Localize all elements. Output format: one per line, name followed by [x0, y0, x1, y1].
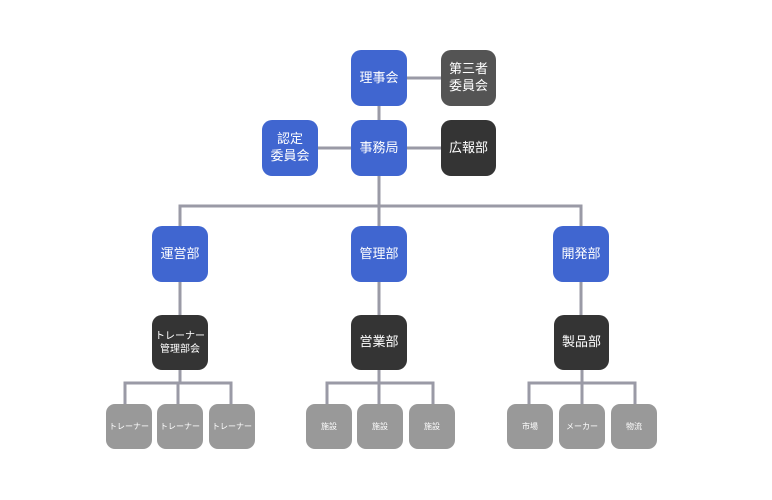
line-dept-bus — [178, 204, 583, 226]
node-trainer-committee: トレーナー 管理部会 — [152, 315, 208, 370]
node-pr: 広報部 — [441, 120, 496, 176]
leaf-facility-1: 施設 — [306, 404, 352, 449]
leaf-facility-3: 施設 — [409, 404, 455, 449]
node-certification: 認定 委員会 — [262, 120, 318, 176]
node-secretariat-label: 事務局 — [359, 140, 399, 156]
node-third-party-label: 第三者 委員会 — [448, 62, 488, 94]
leaf-trainer-2: トレーナー — [157, 404, 203, 449]
node-board: 理事会 — [351, 50, 407, 106]
leaf-market-label: 市場 — [522, 421, 538, 431]
leaf-facility-1-label: 施設 — [321, 421, 337, 431]
leaf-trainer-3-label: トレーナー — [212, 421, 252, 431]
node-management: 管理部 — [351, 226, 407, 282]
node-pr-label: 広報部 — [448, 140, 488, 156]
leaf-facility-2: 施設 — [357, 404, 403, 449]
node-operations-label: 運営部 — [160, 246, 200, 262]
leaf-trainer-1-label: トレーナー — [109, 421, 149, 431]
node-trainer-committee-label: トレーナー 管理部会 — [155, 330, 205, 355]
node-manufacturing-label: 製品部 — [561, 335, 601, 350]
leaf-trainer-1: トレーナー — [106, 404, 152, 449]
leaf-logistics-label: 物流 — [626, 421, 642, 431]
node-development-label: 開発部 — [561, 246, 601, 262]
node-sales: 営業部 — [351, 315, 407, 370]
leaf-maker: メーカー — [559, 404, 605, 449]
node-management-label: 管理部 — [359, 246, 399, 262]
node-sales-label: 営業部 — [359, 335, 399, 350]
leaf-facility-3-label: 施設 — [424, 421, 440, 431]
node-third-party: 第三者 委員会 — [441, 50, 496, 106]
leaf-facility-2-label: 施設 — [372, 421, 388, 431]
node-manufacturing: 製品部 — [554, 315, 609, 370]
node-board-label: 理事会 — [359, 70, 399, 86]
leaf-maker-label: メーカー — [566, 421, 598, 431]
node-operations: 運営部 — [152, 226, 208, 282]
node-secretariat: 事務局 — [351, 120, 407, 176]
leaf-trainer-3: トレーナー — [209, 404, 255, 449]
node-certification-label: 認定 委員会 — [270, 132, 310, 164]
leaf-logistics: 物流 — [611, 404, 657, 449]
node-development: 開発部 — [553, 226, 609, 282]
leaf-market: 市場 — [507, 404, 553, 449]
leaf-trainer-2-label: トレーナー — [160, 421, 200, 431]
